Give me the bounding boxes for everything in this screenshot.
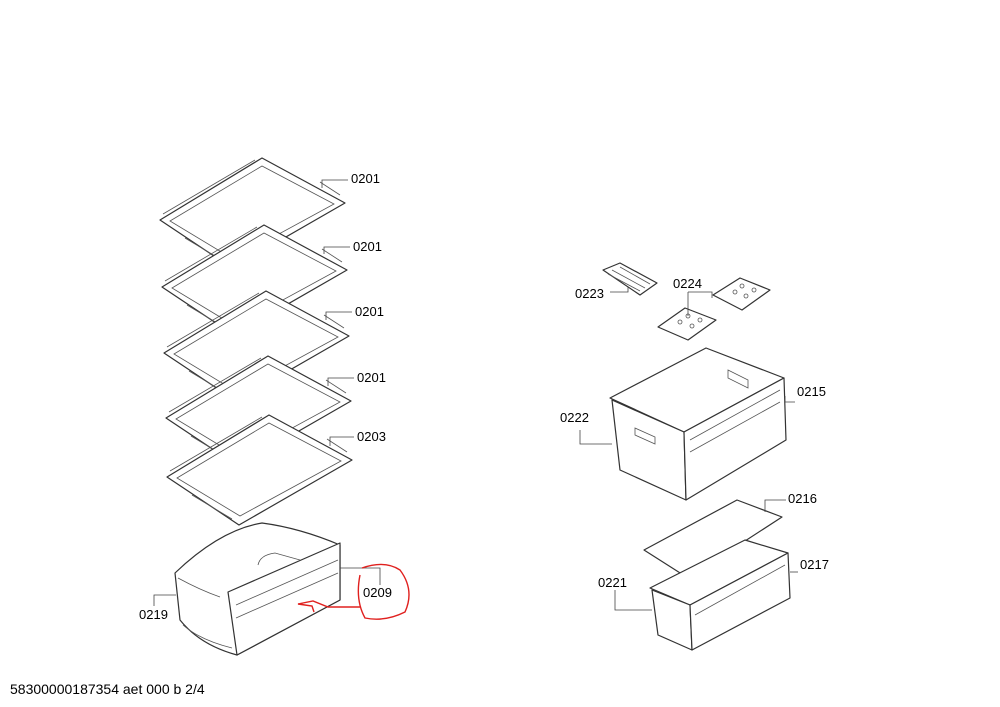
callout-0222[interactable]: 0222 <box>560 410 589 425</box>
drawing-reference-footer: 58300000187354 aet 000 b 2/4 <box>10 681 205 697</box>
callout-0203-shelf-5[interactable]: 0203 <box>357 429 386 444</box>
callout-0201-shelf-2[interactable]: 0201 <box>353 239 382 254</box>
callout-0219[interactable]: 0219 <box>139 607 168 622</box>
callout-0216[interactable]: 0216 <box>788 491 817 506</box>
callout-0217[interactable]: 0217 <box>800 557 829 572</box>
callout-0209[interactable]: 0209 <box>363 585 392 600</box>
left-drawer-drawing <box>174 522 341 656</box>
lower-drawer-drawing <box>649 539 791 651</box>
upper-drawer-drawing <box>609 347 787 501</box>
callout-0201-shelf-4[interactable]: 0201 <box>357 370 386 385</box>
glass-plate-drawing <box>643 499 783 579</box>
callout-0215[interactable]: 0215 <box>797 384 826 399</box>
ice-tray-drawing <box>602 262 658 296</box>
callout-0201-shelf-1[interactable]: 0201 <box>351 171 380 186</box>
cold-pack-drawing <box>657 277 771 341</box>
red-circle-annotation <box>297 563 410 620</box>
callout-0221[interactable]: 0221 <box>598 575 627 590</box>
callout-0223[interactable]: 0223 <box>575 286 604 301</box>
callout-0224[interactable]: 0224 <box>673 276 702 291</box>
callout-0201-shelf-3[interactable]: 0201 <box>355 304 384 319</box>
